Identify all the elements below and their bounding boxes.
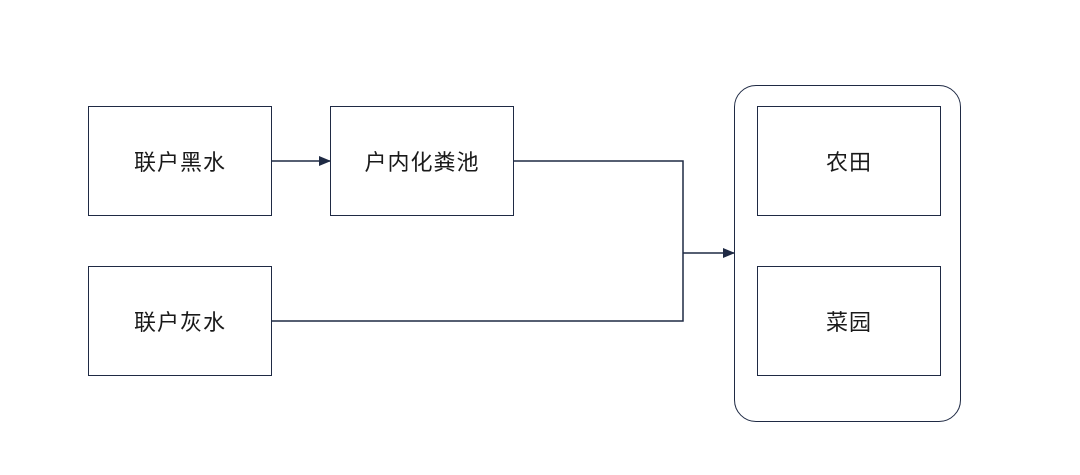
node-septic-tank: 户内化粪池 [330, 106, 514, 216]
edge-greywater-to-junction [272, 253, 684, 322]
destination-group [734, 85, 961, 422]
node-septic-tank-label: 户内化粪池 [364, 151, 480, 176]
node-vegetable-garden: 菜园 [757, 266, 941, 376]
node-farmland: 农田 [757, 106, 941, 216]
node-greywater-label: 联户灰水 [133, 311, 226, 336]
node-blackwater-label: 联户黑水 [133, 151, 226, 176]
node-farmland-label: 农田 [825, 151, 872, 176]
edge-septic-tank-to-junction [514, 160, 684, 253]
node-vegetable-garden-label: 菜园 [825, 311, 872, 336]
node-greywater: 联户灰水 [88, 266, 272, 376]
node-blackwater: 联户黑水 [88, 106, 272, 216]
